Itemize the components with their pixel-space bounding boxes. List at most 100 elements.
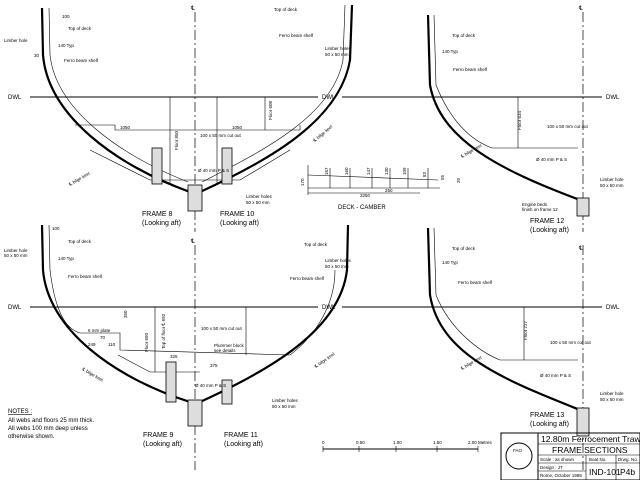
svg-text:6 mm plate: 6 mm plate: [88, 328, 111, 333]
svg-text:50 x 50 mm: 50 x 50 mm: [600, 183, 624, 188]
top-of-deck-label: Top of deck: [68, 26, 92, 31]
frame-13-section: Top of deck 140 Typ Ferro beam shelf Flo…: [426, 227, 624, 437]
drawing-title: 12.80m Ferrocement Trawler: [541, 434, 640, 444]
scale-bar: 0 0.50 1.00 1.50 2.00 Metres: [322, 440, 493, 452]
svg-text:Ferro beam shelf: Ferro beam shelf: [279, 33, 314, 38]
notes: NOTES : All webs and floors 25 mm thick.…: [8, 409, 94, 440]
deck-camber-diagram: 170 167 160 147 130 109 83 55 20 250 325…: [300, 165, 461, 211]
frame-9-11-section: 100 Top of deck Limber hole 50 x 50 mm 1…: [4, 224, 352, 448]
svg-text:147: 147: [366, 167, 371, 175]
svg-text:160: 160: [344, 167, 349, 175]
svg-text:Top of deck: Top of deck: [274, 7, 298, 12]
svg-text:167: 167: [324, 167, 329, 175]
svg-text:20: 20: [456, 177, 461, 183]
svg-text:All webs 100 mm deep unless: All webs 100 mm deep unless: [8, 426, 88, 432]
dwl-label: DWL: [8, 95, 22, 101]
svg-text:100 x 50 mm cut out: 100 x 50 mm cut out: [547, 124, 589, 129]
svg-text:(Looking aft): (Looking aft): [530, 421, 569, 428]
svg-text:130: 130: [384, 167, 389, 175]
svg-text:FAO: FAO: [513, 448, 523, 453]
dwl-label: DWL: [606, 305, 620, 311]
svg-text:Limber holes: Limber holes: [325, 258, 352, 263]
svg-text:350: 350: [123, 310, 128, 318]
svg-text:℄ bilge keel: ℄ bilge keel: [67, 171, 90, 187]
frame-12-label: FRAME 12: [530, 218, 564, 225]
svg-text:Limber hole: Limber hole: [4, 248, 28, 253]
svg-text:70: 70: [100, 335, 106, 340]
svg-text:Limber holes: Limber holes: [325, 46, 352, 51]
svg-text:(Looking aft): (Looking aft): [142, 220, 181, 227]
svg-text:Engine beds: Engine beds: [522, 202, 548, 207]
svg-text:finish on frame 12: finish on frame 12: [522, 207, 558, 212]
frame-8-10-section: 100 Top of deck Limber hole 140 Typ 30 F…: [4, 4, 354, 227]
svg-text:325: 325: [170, 354, 178, 359]
svg-text:Design : JT: Design : JT: [540, 465, 563, 470]
svg-text:Rome, October 1989: Rome, October 1989: [540, 473, 582, 478]
frame-9-label: FRAME 9: [143, 432, 173, 439]
svg-text:140 Typ: 140 Typ: [58, 43, 74, 48]
svg-text:250: 250: [385, 188, 393, 193]
svg-text:375: 375: [210, 363, 218, 368]
title-block: FAO 12.80m Ferrocement Trawler FRAME SEC…: [500, 432, 640, 480]
svg-text:110: 110: [108, 342, 116, 347]
svg-text:140 Typ: 140 Typ: [58, 256, 74, 261]
svg-text:Ferro beam shelf: Ferro beam shelf: [290, 276, 325, 281]
svg-text:0.50: 0.50: [356, 440, 365, 445]
svg-text:100 x 50 mm cut out: 100 x 50 mm cut out: [201, 326, 243, 331]
drawing-number: P4b: [620, 467, 635, 477]
svg-text:Top of deck: Top of deck: [452, 33, 476, 38]
centreline-symbol: ℄: [190, 239, 195, 245]
frame-13-label: FRAME 13: [530, 412, 564, 419]
svg-text:Floor 650: Floor 650: [144, 332, 149, 352]
svg-text:Top of deck: Top of deck: [304, 242, 328, 247]
svg-text:100 x 50 mm cut out: 100 x 50 mm cut out: [200, 133, 242, 138]
svg-text:170: 170: [300, 178, 305, 186]
svg-text:(Looking aft): (Looking aft): [143, 441, 182, 448]
svg-text:2.00 Metres: 2.00 Metres: [468, 440, 493, 445]
svg-text:see details: see details: [214, 348, 236, 353]
svg-text:1050: 1050: [232, 125, 243, 130]
svg-text:1.50: 1.50: [433, 440, 442, 445]
svg-text:50 x 50 mm: 50 x 50 mm: [325, 52, 349, 57]
svg-text:Ferro beam shelf: Ferro beam shelf: [68, 274, 103, 279]
frame-11-label: FRAME 11: [224, 432, 258, 439]
svg-text:109: 109: [402, 167, 407, 175]
svg-text:Top of floor ℄ 692: Top of floor ℄ 692: [161, 313, 166, 349]
svg-text:50 x 50 mm: 50 x 50 mm: [246, 200, 270, 205]
boat-number: IND-101: [589, 467, 621, 477]
svg-text:83: 83: [422, 171, 427, 177]
svg-text:Ø 40 mm P & S: Ø 40 mm P & S: [198, 168, 229, 173]
svg-text:Floor 850: Floor 850: [174, 130, 179, 150]
svg-text:55: 55: [440, 174, 445, 180]
svg-text:Ø 40 mm P & S: Ø 40 mm P & S: [195, 383, 226, 388]
svg-text:30: 30: [34, 53, 40, 58]
svg-text:249: 249: [88, 342, 96, 347]
svg-text:1050: 1050: [120, 125, 131, 130]
dwl-label: DWL: [8, 305, 22, 311]
svg-text:Scale : as shown: Scale : as shown: [540, 457, 575, 462]
svg-text:50 x 50 mm: 50 x 50 mm: [325, 264, 349, 269]
svg-text:Boat No.: Boat No.: [589, 457, 607, 462]
svg-text:℄ bilge keel: ℄ bilge keel: [312, 124, 334, 143]
svg-text:100: 100: [62, 14, 70, 19]
svg-text:Limber hole: Limber hole: [600, 391, 624, 396]
svg-text:(Looking aft): (Looking aft): [224, 441, 263, 448]
svg-text:Ø 40 mm P & S: Ø 40 mm P & S: [536, 157, 567, 162]
svg-text:otherwise shown.: otherwise shown.: [8, 434, 55, 440]
drawing-subtitle: FRAME SECTIONS: [552, 445, 628, 455]
svg-text:50 x 50 mm: 50 x 50 mm: [4, 253, 28, 258]
svg-text:0: 0: [322, 440, 325, 445]
svg-text:All webs and floors 25 mm thic: All webs and floors 25 mm thick.: [8, 418, 94, 424]
svg-text:Top of deck: Top of deck: [68, 239, 92, 244]
svg-text:Floor 608: Floor 608: [268, 100, 273, 120]
frame-12-section: Top of deck 140 Typ Ferro beam shelf Flo…: [426, 14, 624, 234]
fao-logo: [505, 442, 533, 470]
svg-text:Drwg. No.: Drwg. No.: [618, 457, 638, 462]
svg-text:Top of deck: Top of deck: [452, 246, 476, 251]
svg-text:Limber hole: Limber hole: [600, 177, 624, 182]
svg-text:Floor 634: Floor 634: [517, 110, 522, 130]
frame-10-label: FRAME 10: [220, 211, 254, 218]
dwl-label: DWL: [322, 305, 336, 311]
centreline-symbol: ℄: [578, 246, 583, 252]
